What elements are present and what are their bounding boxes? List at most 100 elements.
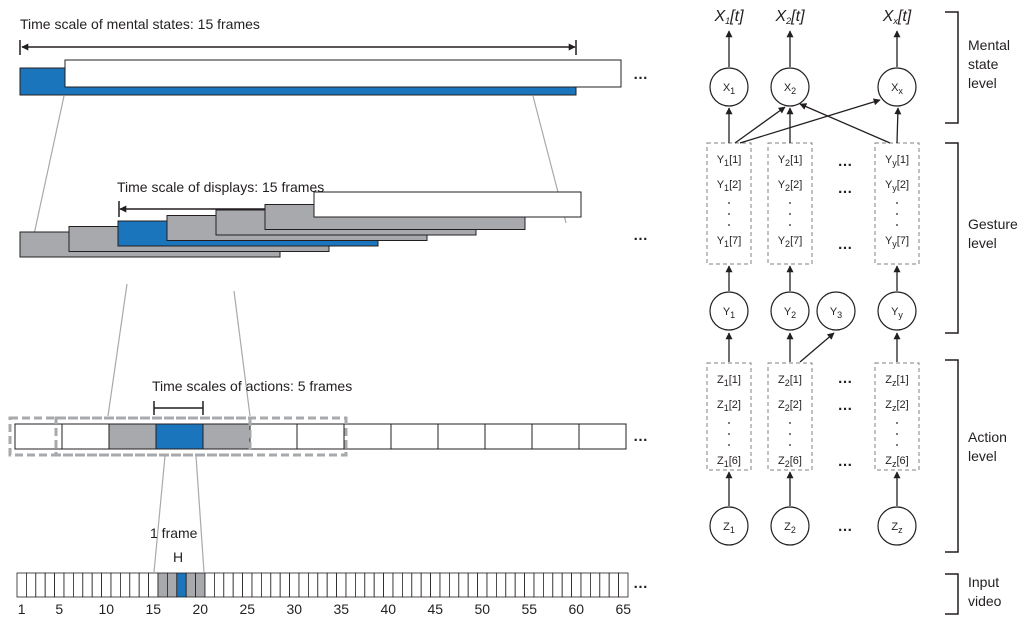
gesture-node-label-3-sub: 3 [837, 310, 842, 320]
displays-panel: Time scale of displays: 15 frames … [19, 179, 648, 258]
gesture-col-3-entry-3-sub: y [892, 239, 897, 249]
action-col-3-entry-1-suffix: [1] [897, 374, 909, 386]
mental-node-label-1-sub: 1 [730, 86, 735, 96]
gesture-col-1-entry-1: Y1[1] [717, 154, 742, 168]
mental-node-label-2-main: X [784, 82, 792, 94]
gesture-col-1-entry-3-main: Y [717, 235, 725, 247]
action-node-label-3-main: Z [891, 521, 898, 533]
video-frame-65 [618, 572, 629, 598]
action-col-2-vdot-3 [789, 444, 791, 446]
gesture-col-2-entry-3-sub: 2 [785, 239, 790, 249]
action-window-4 [155, 423, 204, 450]
video-frame-39 [373, 572, 385, 598]
video-tick-15: 15 [146, 601, 162, 617]
video-frame-44 [420, 572, 432, 598]
video-frame-4 [44, 572, 56, 598]
video-frame-1 [16, 572, 27, 598]
action-col-3-entry-1: Zz[1] [885, 374, 908, 388]
video-ellipsis: … [633, 575, 648, 592]
video-tick-35: 35 [334, 601, 350, 617]
input-level-label-2: video [968, 593, 1002, 609]
video-frame-31 [298, 572, 309, 598]
model-ellipsis-6: … [838, 453, 853, 470]
action-col-3-entry-2-sub: z [892, 403, 897, 413]
action-col-1-entry-3: Z1[6] [717, 455, 741, 469]
video-tick-10: 10 [99, 601, 115, 617]
video-frame-24 [232, 572, 243, 598]
video-frame-20 [195, 572, 206, 598]
gesture-columns: Y1[1]Y1[2]Y1[7]Y2[1]Y2[2]Y2[7]Yy[1]Yy[2]… [706, 142, 920, 265]
gesture-col-3-entry-2-main: Y [885, 179, 893, 191]
gesture-col-1-entry-2-main: Y [717, 179, 725, 191]
gesture-node-label-3-main: Y [830, 306, 838, 318]
action-col-1-entry-2-main: Z [717, 399, 724, 411]
action-col-3-entry-3-suffix: [6] [897, 455, 909, 467]
gesture-col-2-entry-2-main: Y [778, 179, 786, 191]
action-col-2-entry-2-main: Z [778, 399, 785, 411]
mental-node-label-1: X1 [723, 82, 735, 96]
gesture-col-2-entry-3: Y2[7] [778, 235, 803, 249]
edge-gy-m2 [799, 103, 891, 144]
gesture-col-2-entry-3-main: Y [778, 235, 786, 247]
action-window-12 [531, 423, 580, 450]
frame-label: 1 frame [150, 525, 198, 541]
video-frame-49 [467, 572, 479, 598]
model-ellipses: ………………… [838, 153, 853, 535]
action-col-1-vdot-3 [728, 444, 730, 446]
mental-level-label-1: Mental [968, 37, 1010, 53]
gesture-col-2-vdot-2 [789, 213, 791, 215]
gesture-col-1-entry-1-main: Y [717, 154, 725, 166]
gesture-node-label-2: Y2 [784, 306, 796, 320]
gesture-col-3-entry-2-suffix: [2] [897, 179, 909, 191]
action-col-3-entry-1-sub: z [892, 378, 897, 388]
gesture-node-1 [709, 291, 749, 331]
video-frame-42 [401, 572, 413, 598]
action-node-2 [770, 506, 810, 546]
video-frame-29 [279, 572, 291, 598]
gesture-node-label-4: Yy [891, 306, 903, 320]
action-col-2-entry-1-sub: 2 [785, 378, 790, 388]
action-level-label-1: Action [968, 429, 1007, 445]
video-frame-18 [176, 572, 187, 598]
action-window-7 [296, 423, 345, 450]
edge-g1-mx [739, 98, 881, 144]
displays-timescale-label: Time scale of displays: 15 frames [117, 179, 324, 195]
mental-state-window-next [64, 59, 622, 88]
mental-node-label-3-sub: x [898, 86, 903, 96]
gesture-col-3-entry-3-suffix: [7] [897, 235, 909, 247]
gesture-col-1-entry-3-suffix: [7] [729, 235, 741, 247]
gesture-col-1-entry-1-suffix: [1] [729, 154, 741, 166]
output-label-3-sub: x [892, 16, 898, 26]
actions-timescale-label: Time scales of actions: 5 frames [152, 378, 352, 394]
gesture-level-label-1: Gesture [968, 216, 1018, 232]
video-tick-45: 45 [428, 601, 444, 617]
model-ellipsis-3: … [838, 236, 853, 253]
gesture-col-1-vdot-3 [728, 224, 730, 226]
output-label-1-suffix: [t] [729, 8, 744, 25]
display-window-stack [19, 191, 582, 258]
mental-node-label-3: Xx [891, 82, 903, 96]
gesture-node-label-1: Y1 [723, 306, 735, 320]
video-frame-41 [392, 572, 403, 598]
video-frame-48 [458, 572, 469, 598]
video-frame-37 [354, 572, 366, 598]
video-frame-58 [552, 572, 563, 598]
video-frame-10 [101, 572, 112, 598]
gesture-col-2-entry-2-suffix: [2] [790, 179, 802, 191]
edge-g1-m2 [734, 106, 786, 144]
connector-mental-left [29, 95, 65, 254]
video-frame-36 [345, 572, 356, 598]
action-col-3-vdot-3 [896, 444, 898, 446]
frame-symbol: H [173, 549, 183, 565]
gesture-col-1-entry-3-sub: 1 [724, 239, 729, 249]
video-frame-7 [73, 572, 84, 598]
video-frame-6 [63, 572, 74, 598]
action-col-1-vdot-1 [728, 422, 730, 424]
gesture-col-1-entry-1-sub: 1 [724, 158, 729, 168]
video-tick-55: 55 [522, 601, 538, 617]
action-level-bracket [945, 359, 959, 553]
mental-node-3 [877, 67, 917, 107]
gesture-node-label-2-main: Y [784, 306, 792, 318]
